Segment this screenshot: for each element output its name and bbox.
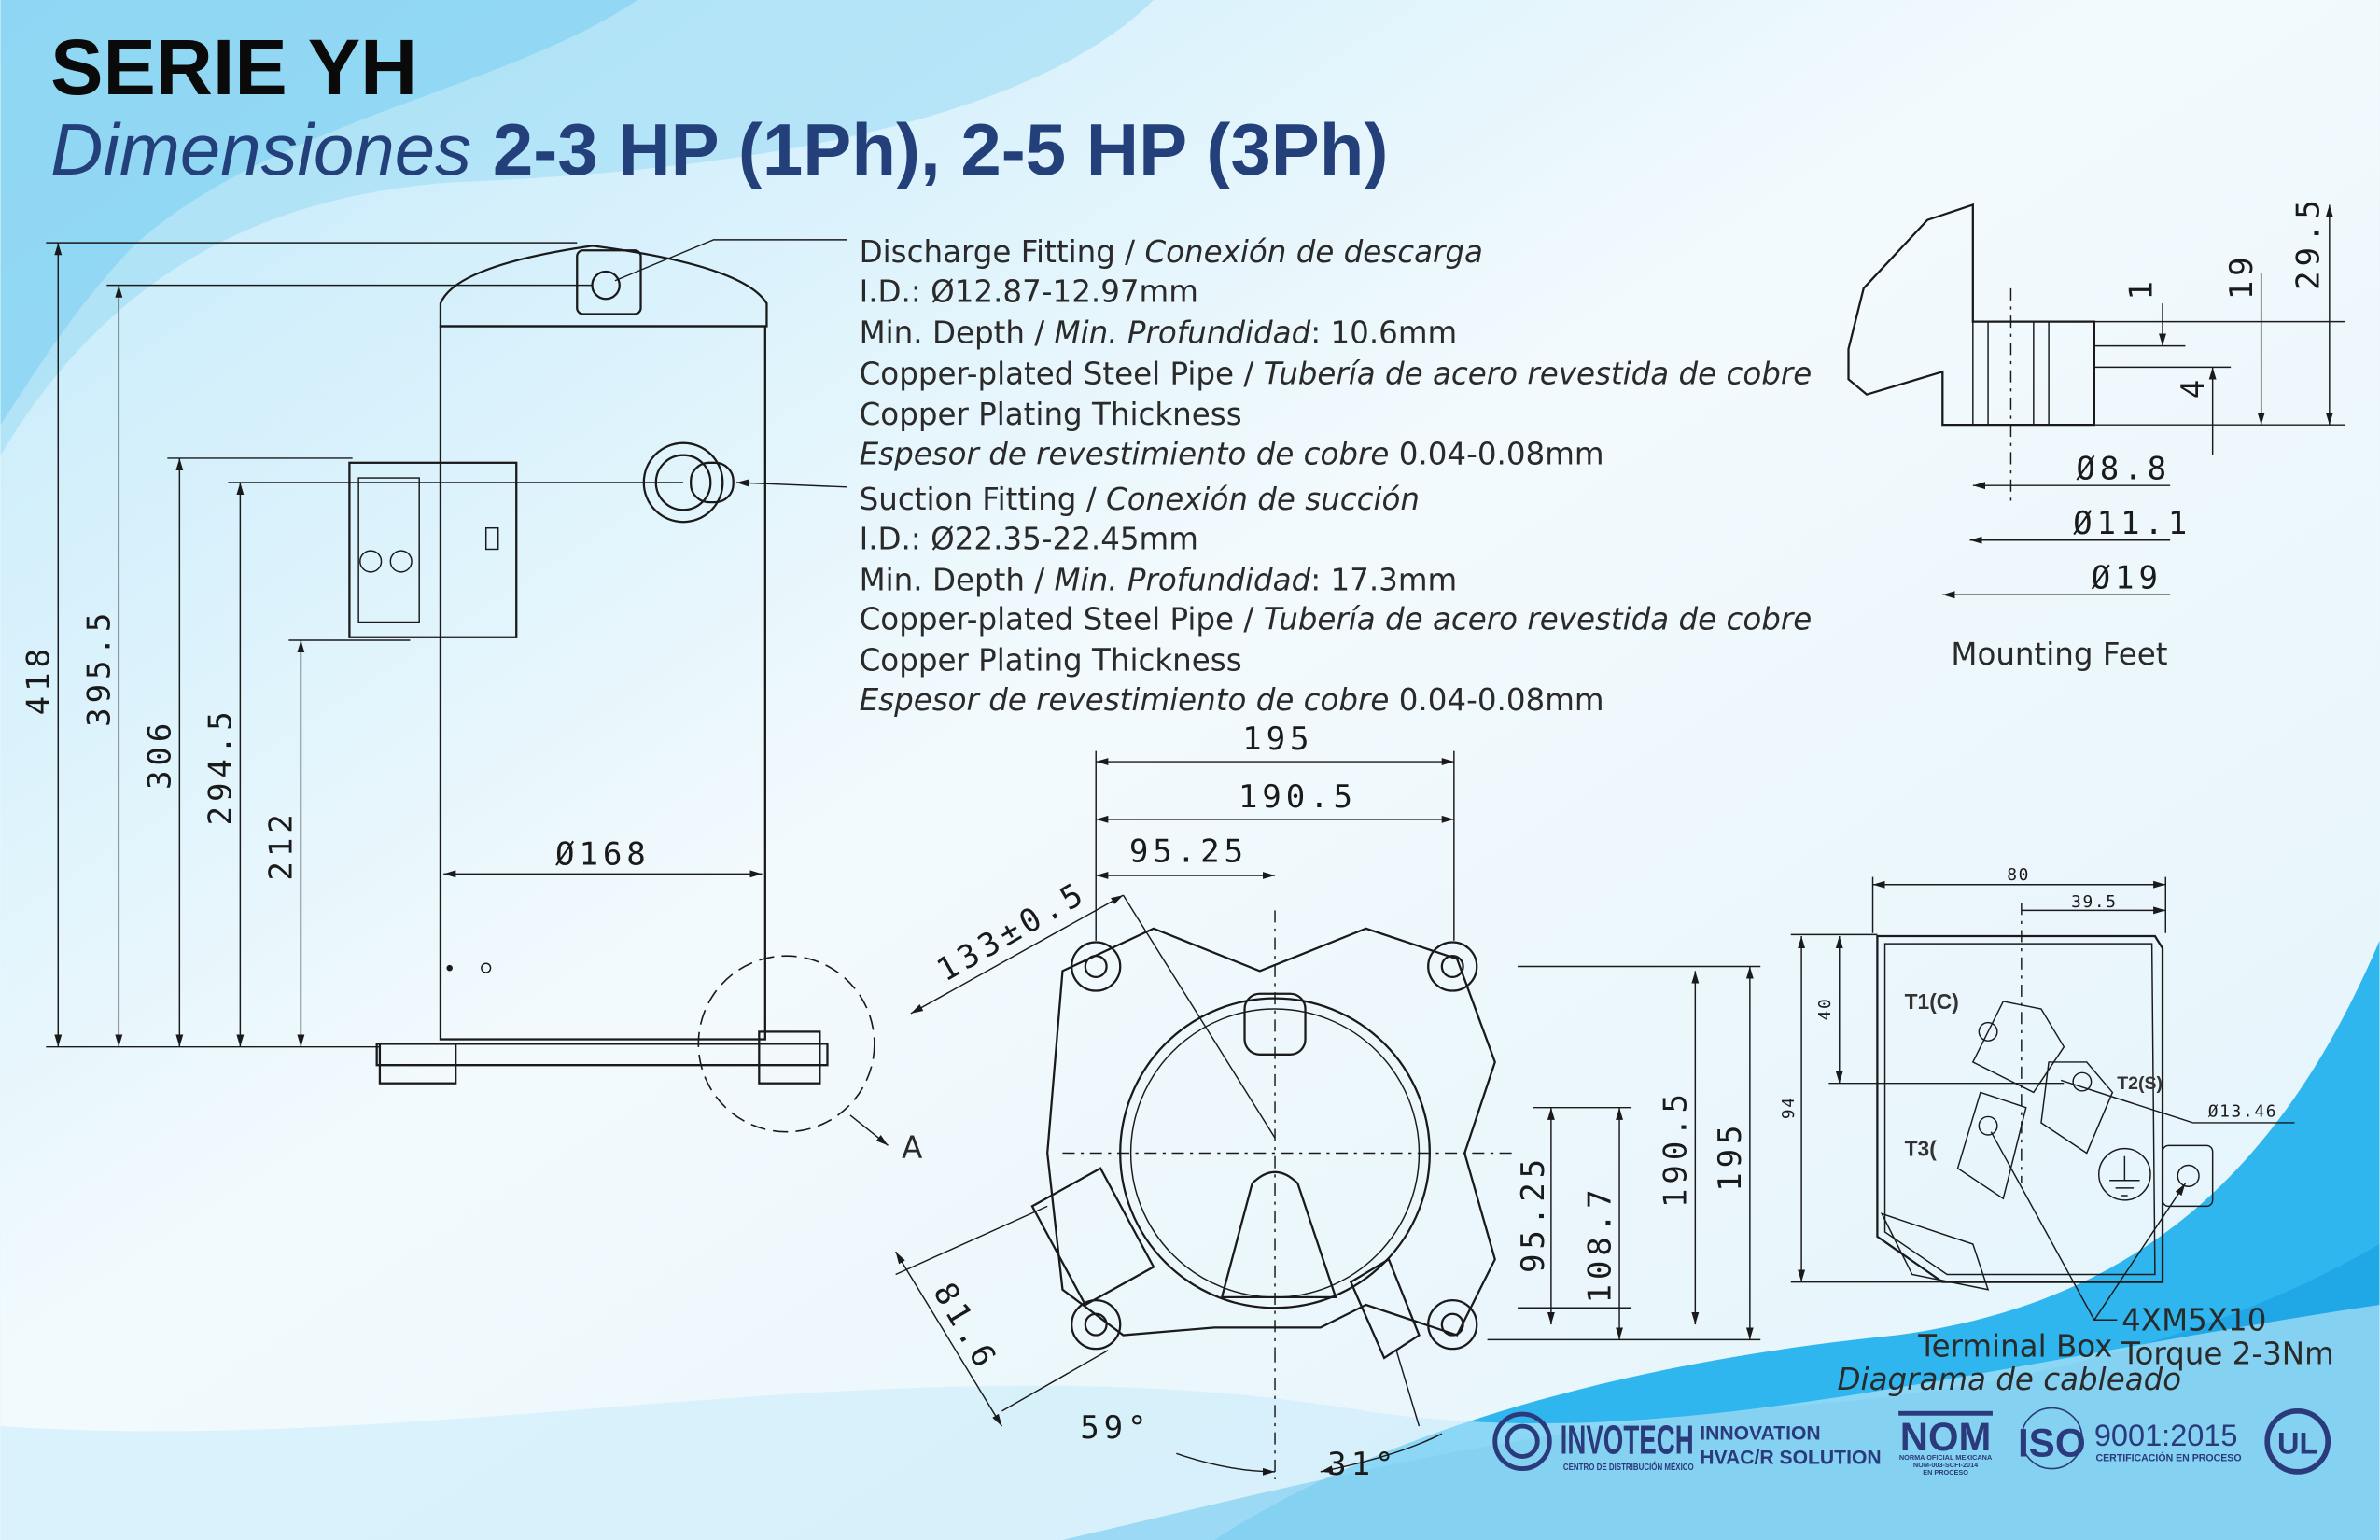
detail-a-label: A bbox=[902, 1129, 922, 1165]
terminal-box-title: Terminal Box bbox=[1917, 1328, 2112, 1364]
iso-logo: ISO 9001:2015 CERTIFICACIÓN EN PROCESO bbox=[2018, 1407, 2242, 1470]
top-dim-108-7: 108.7 bbox=[1581, 1184, 1618, 1303]
svg-text:9001:2015: 9001:2015 bbox=[2094, 1419, 2238, 1452]
feet-dim-8-8: Ø8.8 bbox=[2076, 451, 2171, 488]
svg-text:EN PROCESO: EN PROCESO bbox=[1923, 1468, 1968, 1477]
svg-text:Copper-plated Steel Pipe / Tub: Copper-plated Steel Pipe / Tubería de ac… bbox=[860, 356, 1813, 391]
screw-spec: 4XM5X10 bbox=[2121, 1303, 2266, 1338]
dim-294-5: 294.5 bbox=[203, 707, 240, 825]
mounting-feet-drawing bbox=[1847, 203, 2345, 599]
top-dim-95-25-vertical: 95.25 bbox=[1515, 1155, 1552, 1273]
top-view-drawing bbox=[895, 750, 1761, 1479]
svg-text:I.D.: Ø22.35-22.45mm: I.D.: Ø22.35-22.45mm bbox=[860, 521, 1198, 556]
feet-dim-19: 19 bbox=[2223, 252, 2261, 300]
discharge-leader bbox=[614, 239, 847, 282]
dim-diameter-168: Ø168 bbox=[555, 836, 651, 874]
angle-59: 59° bbox=[1080, 1409, 1151, 1447]
dim-212: 212 bbox=[263, 809, 301, 880]
feet-dim-29-5: 29.5 bbox=[2289, 195, 2327, 290]
svg-text:Espesor de revestimiento de co: Espesor de revestimiento de cobre 0.04-0… bbox=[860, 436, 1604, 471]
top-dim-195: 195 bbox=[1242, 721, 1313, 758]
feet-dim-11-1: Ø11.1 bbox=[2073, 505, 2191, 542]
nom-logo: NOM NORMA OFICIAL MEXICANA NOM-003-SCFI-… bbox=[1898, 1410, 1993, 1477]
ul-logo: UL bbox=[2264, 1407, 2331, 1475]
tb-dim-39-5: 39.5 bbox=[2071, 892, 2118, 912]
tb-dim-13-46: Ø13.46 bbox=[2208, 1101, 2277, 1121]
torque-spec: Torque 2-3Nm bbox=[2121, 1336, 2334, 1371]
dim-395-5: 395.5 bbox=[81, 609, 119, 727]
svg-text:INNOVATION: INNOVATION bbox=[1700, 1423, 1820, 1445]
discharge-fitting-notes: Discharge Fitting / Conexión de descarga… bbox=[860, 234, 1813, 471]
svg-text:NOM: NOM bbox=[1900, 1415, 1992, 1459]
tb-dim-94: 94 bbox=[1779, 1096, 1799, 1119]
dim-418: 418 bbox=[21, 644, 58, 715]
terminal-t1: T1(C) bbox=[1905, 989, 1959, 1014]
svg-text:Suction Fitting / Conexión de: Suction Fitting / Conexión de succión bbox=[860, 482, 1420, 517]
svg-text:Copper Plating Thickness: Copper Plating Thickness bbox=[860, 643, 1242, 679]
svg-text:I.D.: Ø12.87-12.97mm: I.D.: Ø12.87-12.97mm bbox=[860, 273, 1198, 309]
svg-text:Min. Depth / Min. Profundidad:: Min. Depth / Min. Profundidad: 17.3mm bbox=[860, 562, 1458, 597]
side-view-drawing bbox=[46, 242, 889, 1146]
svg-text:NOM-003-SCFI-2014: NOM-003-SCFI-2014 bbox=[1913, 1461, 1979, 1469]
svg-text:UL: UL bbox=[2277, 1426, 2317, 1460]
tb-dim-40: 40 bbox=[1815, 998, 1835, 1021]
invotech-logo: INVOTECH CENTRO DE DISTRIBUCIÓN MÉXICO I… bbox=[1492, 1411, 1882, 1473]
mounting-feet-title: Mounting Feet bbox=[1951, 637, 2167, 672]
svg-text:ISO: ISO bbox=[2018, 1421, 2086, 1465]
dim-306: 306 bbox=[142, 719, 179, 790]
svg-text:Discharge Fitting / Conexión d: Discharge Fitting / Conexión de descarga bbox=[860, 234, 1483, 270]
angle-31: 31° bbox=[1327, 1446, 1398, 1483]
series-title: SERIE YH bbox=[50, 22, 417, 111]
suction-fitting-notes: Suction Fitting / Conexión de succión I.… bbox=[860, 482, 1813, 718]
svg-text:Espesor de revestimiento de co: Espesor de revestimiento de cobre 0.04-0… bbox=[860, 682, 1604, 718]
svg-text:INVOTECH: INVOTECH bbox=[1561, 1417, 1694, 1463]
tb-dim-80: 80 bbox=[2007, 865, 2030, 885]
feet-dim-19-dia: Ø19 bbox=[2092, 560, 2163, 597]
svg-text:Copper-plated Steel Pipe / Tub: Copper-plated Steel Pipe / Tubería de ac… bbox=[860, 602, 1813, 637]
terminal-t2: T2(S) bbox=[2117, 1073, 2163, 1094]
svg-text:CENTRO DE DISTRIBUCIÓN MÉXICO: CENTRO DE DISTRIBUCIÓN MÉXICO bbox=[1563, 1462, 1694, 1473]
feet-dim-4: 4 bbox=[2175, 375, 2212, 399]
terminal-t3: T3( bbox=[1905, 1137, 1938, 1161]
svg-text:CERTIFICACIÓN EN PROCESO: CERTIFICACIÓN EN PROCESO bbox=[2095, 1451, 2241, 1463]
top-dim-190-5-vertical: 190.5 bbox=[1658, 1089, 1695, 1208]
terminal-box-subtitle: Diagrama de cableado bbox=[1838, 1362, 2182, 1397]
suction-leader bbox=[735, 479, 847, 488]
svg-text:NORMA OFICIAL MEXICANA: NORMA OFICIAL MEXICANA bbox=[1899, 1453, 1993, 1462]
svg-text:Copper Plating Thickness: Copper Plating Thickness bbox=[860, 397, 1242, 432]
svg-text:Min. Depth / Min. Profundidad: Min. Depth / Min. Profundidad: 10.6mm bbox=[860, 315, 1458, 350]
top-dim-195-vertical: 195 bbox=[1712, 1121, 1749, 1192]
footer-logos: INVOTECH CENTRO DE DISTRIBUCIÓN MÉXICO I… bbox=[1492, 1407, 2331, 1477]
top-dim-190-5: 190.5 bbox=[1239, 778, 1357, 816]
svg-text:HVAC/R SOLUTION: HVAC/R SOLUTION bbox=[1700, 1448, 1881, 1469]
top-dim-95-25: 95.25 bbox=[1129, 833, 1248, 870]
feet-dim-1: 1 bbox=[2123, 276, 2161, 300]
terminal-box-drawing bbox=[1790, 876, 2295, 1322]
